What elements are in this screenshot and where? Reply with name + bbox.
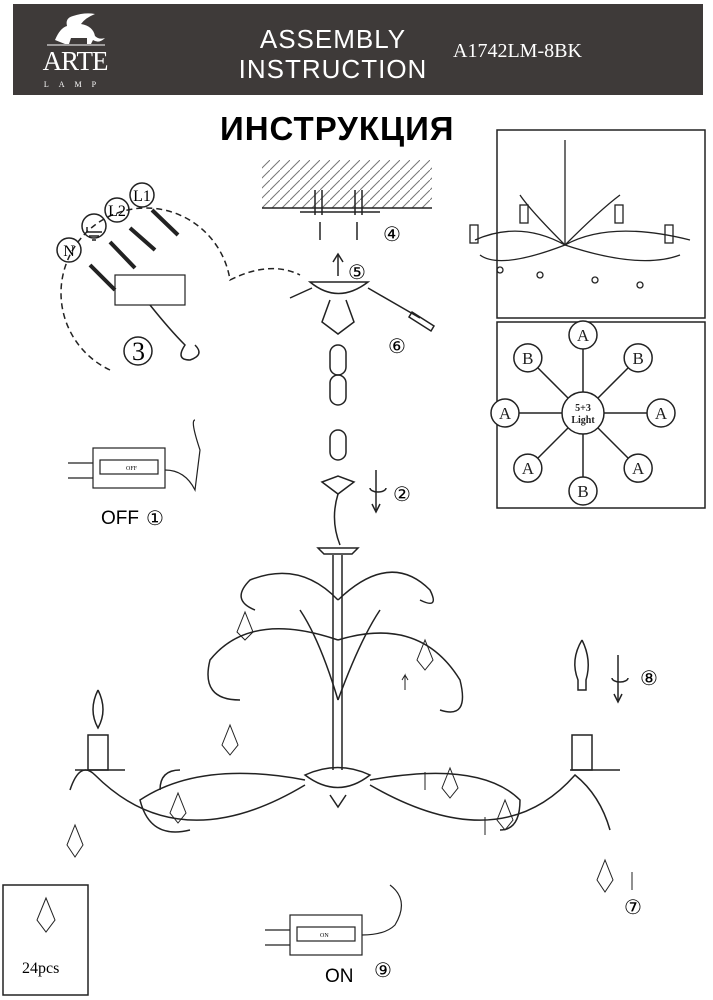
arm-circle: [513, 453, 543, 483]
arm-line: [537, 426, 570, 459]
arm-circle: [646, 398, 676, 428]
document-title: ASSEMBLY INSTRUCTION: [233, 24, 433, 84]
chandelier-frame: [69, 555, 620, 833]
arm-label: A: [655, 404, 668, 423]
wall-switch-on: [265, 884, 402, 956]
product-photo: [469, 140, 691, 289]
brand-name: ARTE: [42, 46, 109, 76]
step-9-marker: ⑨: [374, 960, 392, 982]
arm-label: A: [577, 326, 590, 345]
product-photo-frame: [496, 129, 706, 319]
step-1-marker: ①: [146, 508, 164, 530]
crystal-count: 24pcs: [22, 960, 60, 977]
title-line-2: INSTRUCTION: [238, 54, 428, 84]
crystals: [66, 610, 633, 893]
arm-circle: [568, 320, 598, 350]
winged-lion-icon: [47, 13, 105, 46]
arm-line: [596, 426, 629, 459]
candle-right: [571, 639, 629, 771]
ceiling-mount: [262, 160, 432, 240]
crystal-count-box: [2, 884, 89, 996]
arm-label: B: [632, 349, 643, 368]
arm-line: [596, 367, 629, 400]
wall-switch-off: [68, 419, 201, 493]
wiring-detail: [56, 182, 301, 371]
step-2-marker: ②: [393, 484, 411, 506]
brand-logo: ARTE LAMP: [35, 10, 115, 92]
step-6-marker: ⑥: [388, 336, 406, 358]
model-number: A1742LM-8BK: [453, 40, 582, 62]
arm-label: A: [522, 459, 535, 478]
arm-label: A: [632, 459, 645, 478]
step-4-marker: ④: [383, 224, 401, 246]
arm-circle: [568, 476, 598, 506]
step-7-marker: ⑦: [624, 897, 642, 919]
arm-circle: [623, 343, 653, 373]
arm-circle: [623, 453, 653, 483]
center-label: 5+3: [575, 403, 591, 414]
step-3-label: 3: [132, 337, 145, 366]
step-5-marker: ⑤: [348, 262, 366, 284]
arm-label: A: [499, 404, 512, 423]
arm-line: [537, 367, 570, 400]
arm-circle: [490, 398, 520, 428]
candle-left: [87, 689, 109, 771]
crystal-icon: [36, 896, 56, 933]
instruction-heading: ИНСТРУКЦИЯ: [220, 110, 455, 147]
on-label: ON: [325, 966, 354, 987]
center-hub: [561, 391, 605, 435]
center-label: Light: [571, 415, 595, 426]
arm-label: B: [522, 349, 533, 368]
off-label: OFF: [101, 508, 139, 529]
header-banner: ARTE LAMP ASSEMBLY INSTRUCTION A1742LM-8…: [13, 4, 703, 95]
brand-subtitle: LAMP: [43, 80, 107, 89]
arm-circle: [513, 343, 543, 373]
step-8-marker: ⑧: [640, 668, 658, 690]
arm-label: B: [577, 482, 588, 501]
title-line-1: ASSEMBLY: [259, 24, 407, 54]
canopy-and-chain: [289, 252, 436, 555]
